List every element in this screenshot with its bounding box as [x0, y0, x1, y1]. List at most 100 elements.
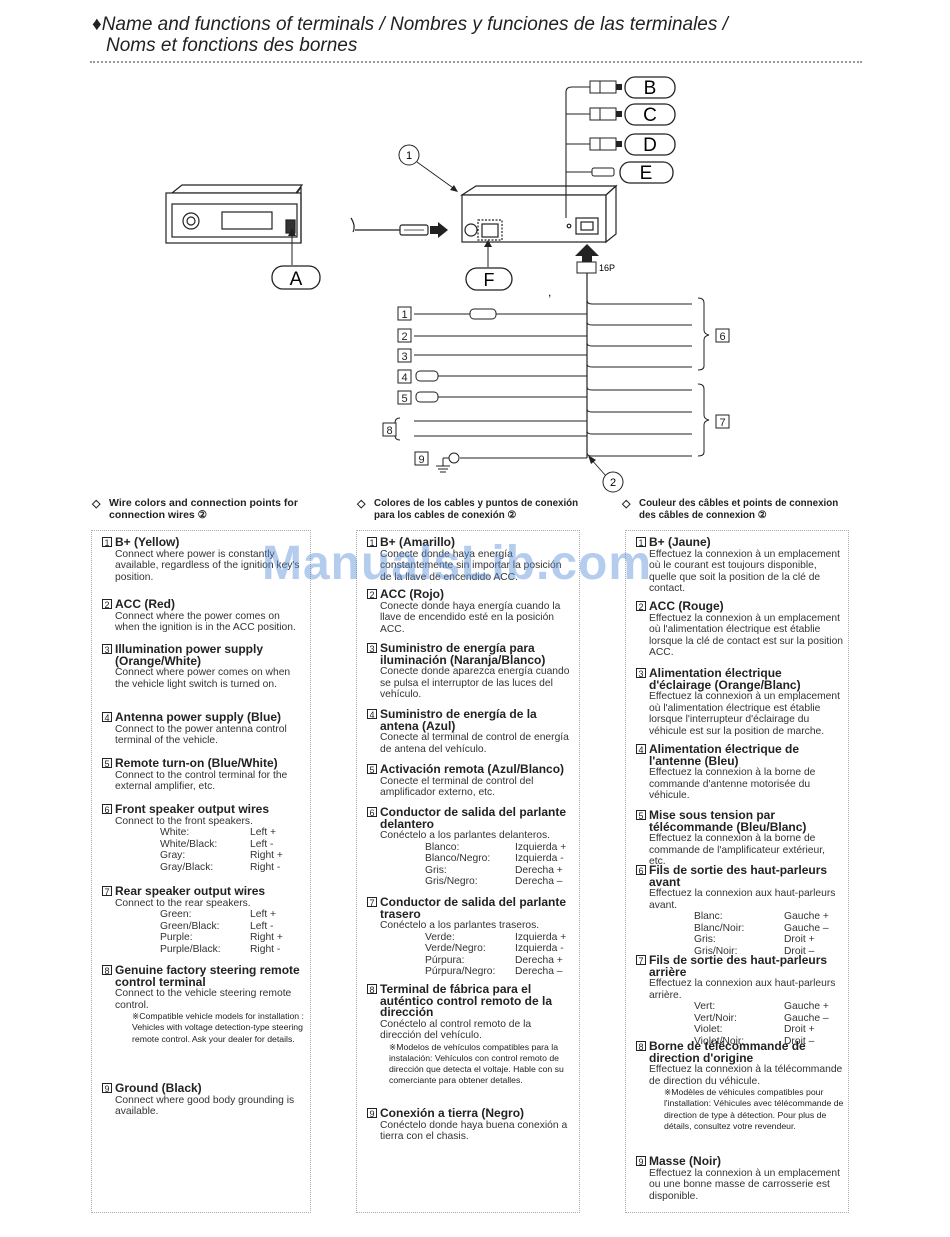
item-number-box: 6 — [102, 804, 112, 815]
wire-color: Violet/Noir: — [694, 1035, 745, 1047]
wire-function: Right + — [250, 932, 283, 944]
item-description: Effectuez la connexion à un emplacement … — [649, 691, 840, 737]
wire-row: Gris:Derecha + — [425, 865, 566, 877]
conn-b-text: B — [644, 78, 657, 99]
wire-function: Right - — [250, 943, 281, 955]
title-line-1: Name and functions of terminals / Nombre… — [101, 14, 728, 35]
item-number-box: 6 — [636, 865, 646, 876]
item-title-text: Genuine factory steering remote control … — [115, 963, 300, 989]
item-description: Conecte donde haya energía cuando la lla… — [380, 600, 561, 635]
item-description: Conéctelo a los parlantes traseros. — [380, 920, 540, 931]
wire-color: Vert: — [694, 1001, 716, 1013]
item-description: Effectuez la connexion à la borne de com… — [649, 833, 825, 868]
fr-heading-text: Couleur des câbles et points de connexio… — [639, 498, 839, 521]
item-title-text: Masse (Noir) — [649, 1154, 722, 1168]
wire-color: Purple/Black: — [160, 943, 221, 955]
wire-row: Purple/Black: Right - — [160, 944, 283, 956]
wire-row: Gray/Black:Right - — [160, 862, 283, 874]
connector-e: E — [591, 161, 674, 184]
wire-row: Green:Left + — [160, 909, 283, 921]
item-number-box: 4 — [102, 712, 112, 723]
wire-function: Izquierda + — [515, 841, 567, 853]
wire-row: Púrpura/Negro:Derecha – — [425, 966, 566, 978]
wire-function: Left + — [250, 909, 277, 921]
wire-color: Gray/Black: — [160, 861, 214, 873]
pins-label: 16P — [599, 263, 615, 273]
item-title-text: Front speaker output wires — [115, 802, 270, 816]
item-number-box: 3 — [636, 668, 646, 679]
wire-num-4: 4 — [401, 372, 407, 384]
wire-num-5: 5 — [401, 393, 407, 405]
item-description: Connect to the front speakers. — [115, 815, 253, 827]
wire-color: Gris: — [694, 934, 716, 946]
wire-row: Verde/Negro:Izquierda - — [425, 943, 566, 955]
wire-color: Violet: — [694, 1024, 723, 1036]
item-number-box: 7 — [636, 955, 646, 966]
item-number-box: 2 — [636, 601, 646, 612]
item-number-box: 4 — [367, 709, 377, 720]
wire-color: Vert/Noir: — [694, 1012, 737, 1024]
wire-row: White/Black:Left - — [160, 839, 283, 851]
item-title-text: Terminal de fábrica para el auténtico co… — [380, 982, 553, 1019]
item-description: Conéctelo al control remoto de la direcc… — [380, 1018, 532, 1042]
label-a-text: A — [290, 269, 303, 290]
wire-function: Izquierda + — [515, 931, 567, 943]
wire-function: Izquierda - — [515, 943, 564, 955]
item-description: Conecte al terminal de control de energí… — [380, 732, 569, 755]
wire-function: Droit – — [784, 1035, 815, 1047]
item-description: Connect where good body grounding is ava… — [115, 1094, 295, 1118]
wire-color: Gris/Negro: — [425, 876, 478, 888]
wire-color-table: Blanc:Gauche +Blanc/Noir:Gauche –Gris:Dr… — [694, 911, 829, 957]
wire-row: Blanco:Izquierda + — [425, 842, 566, 854]
wire-function: Left - — [250, 920, 274, 932]
item-description: Effectuez la connexion à la télécommande… — [649, 1064, 843, 1087]
item-title-text: ACC (Rojo) — [380, 587, 444, 601]
wire-function: Derecha – — [515, 876, 563, 888]
conn-c-text: C — [643, 105, 657, 126]
wire-row: Violet/Noir: Droit – — [694, 1036, 829, 1048]
item-title-text: B+ (Yellow) — [115, 535, 180, 549]
wire-row: Purple: Right + — [160, 932, 283, 944]
item-description: Connect where power is constantly availa… — [115, 548, 300, 583]
item-title-text: B+ (Jaune) — [649, 535, 711, 549]
page-title: ♦Name and functions of terminals / Nombr… — [92, 14, 728, 56]
item-title-text: B+ (Amarillo) — [380, 535, 456, 549]
wire-num-1: 1 — [401, 309, 407, 321]
wire-color: Purple: — [160, 932, 193, 944]
wire-function: Derecha – — [515, 966, 563, 978]
item-description: Effectuez la connexion à un emplacement … — [649, 612, 844, 659]
conn-d-text: D — [643, 135, 657, 156]
label-f-text: F — [484, 270, 495, 290]
item-title-text: Alimentation électrique de l'antenne (Bl… — [649, 742, 800, 768]
wire-row: Green/Black:Left - — [160, 921, 283, 933]
wire-function: Gauche – — [784, 1012, 829, 1024]
wire-row: Verde:Izquierda + — [425, 932, 566, 944]
item-title-text: Alimentation électrique d'éclairage (Ora… — [649, 666, 801, 692]
item-title-text: ACC (Red) — [115, 597, 175, 611]
item-number-box: 9 — [102, 1083, 112, 1094]
wire-function: Left + — [250, 827, 277, 839]
item-description: Connect to the power antenna control ter… — [115, 723, 287, 747]
wire-color-table: White:Left +White/Black:Left -Gray:Right… — [160, 827, 283, 873]
wire-color-table: Verde:Izquierda +Verde/Negro:Izquierda -… — [425, 932, 566, 978]
item-description: Connect where the power comes on when th… — [115, 610, 296, 634]
wire-function: Droit + — [784, 1024, 815, 1036]
